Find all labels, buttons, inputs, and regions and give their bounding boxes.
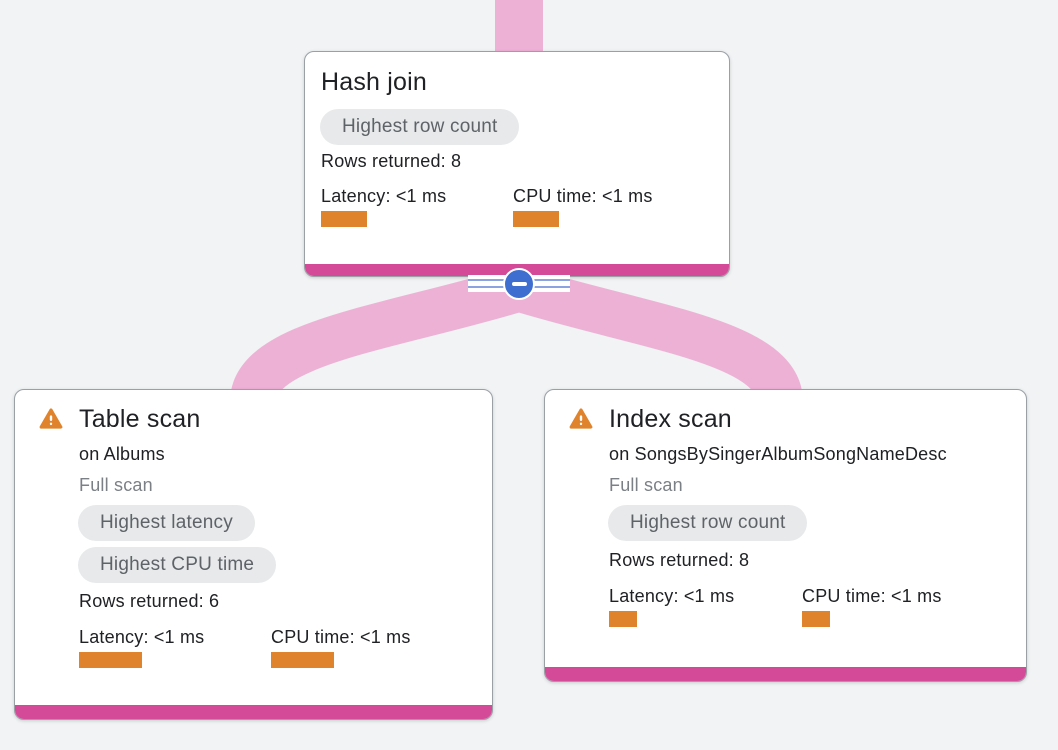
badge-label: Highest row count — [342, 116, 498, 137]
cpu-time-label: CPU time: <1 ms — [271, 627, 411, 647]
latency-label: Latency: <1 ms — [609, 586, 735, 606]
latency-label: Latency: <1 ms — [321, 186, 447, 206]
rows-returned-text: Rows returned: 6 — [79, 591, 220, 611]
edge-right-child — [510, 266, 803, 405]
node-title: Index scan — [609, 405, 732, 433]
badge-label: Highest CPU time — [100, 554, 255, 575]
plan-node-index-scan[interactable]: Index scan on SongsBySingerAlbumSongName… — [544, 389, 1027, 682]
rows-returned-text: Rows returned: 8 — [321, 151, 462, 171]
edge-left-child — [230, 266, 528, 405]
cpu-time-metric: CPU time: <1 ms — [802, 584, 942, 627]
badge-highest-row-count: Highest row count — [320, 109, 520, 145]
badge-label: Highest latency — [100, 512, 233, 533]
node-title: Table scan — [79, 405, 201, 433]
collapse-button[interactable] — [503, 268, 535, 300]
cpu-time-label: CPU time: <1 ms — [802, 586, 942, 606]
cpu-time-metric: CPU time: <1 ms — [271, 625, 411, 668]
node-title: Hash join — [321, 68, 428, 96]
scan-type-text: Full scan — [79, 475, 153, 495]
badge-highest-latency: Highest latency — [78, 505, 255, 541]
scan-type-text: Full scan — [609, 475, 683, 495]
cpu-time-label: CPU time: <1 ms — [513, 186, 653, 206]
latency-label: Latency: <1 ms — [79, 627, 205, 647]
latency-bar — [79, 652, 142, 668]
cpu-time-bar — [802, 611, 830, 627]
badge-label: Highest row count — [630, 512, 786, 533]
warning-icon — [568, 407, 594, 431]
node-accent-bar — [15, 705, 492, 719]
latency-metric: Latency: <1 ms — [321, 184, 446, 227]
latency-bar — [321, 211, 367, 227]
cpu-time-bar — [271, 652, 334, 668]
node-subtitle: on Albums — [79, 444, 165, 464]
plan-node-hash-join[interactable]: Hash join Highest row count Rows returne… — [304, 51, 730, 277]
latency-bar — [609, 611, 637, 627]
badge-highest-row-count: Highest row count — [608, 505, 808, 541]
badge-highest-cpu-time: Highest CPU time — [78, 547, 277, 583]
plan-node-table-scan[interactable]: Table scan on Albums Full scan Highest l… — [14, 389, 493, 720]
rows-returned-text: Rows returned: 8 — [609, 550, 750, 570]
node-subtitle: on SongsBySingerAlbumSongNameDesc — [609, 444, 947, 464]
latency-metric: Latency: <1 ms — [79, 625, 204, 668]
collapse-minus-icon — [511, 282, 527, 286]
latency-metric: Latency: <1 ms — [609, 584, 734, 627]
cpu-time-metric: CPU time: <1 ms — [513, 184, 653, 227]
node-accent-bar — [545, 667, 1026, 681]
warning-icon — [38, 407, 64, 431]
cpu-time-bar — [513, 211, 559, 227]
